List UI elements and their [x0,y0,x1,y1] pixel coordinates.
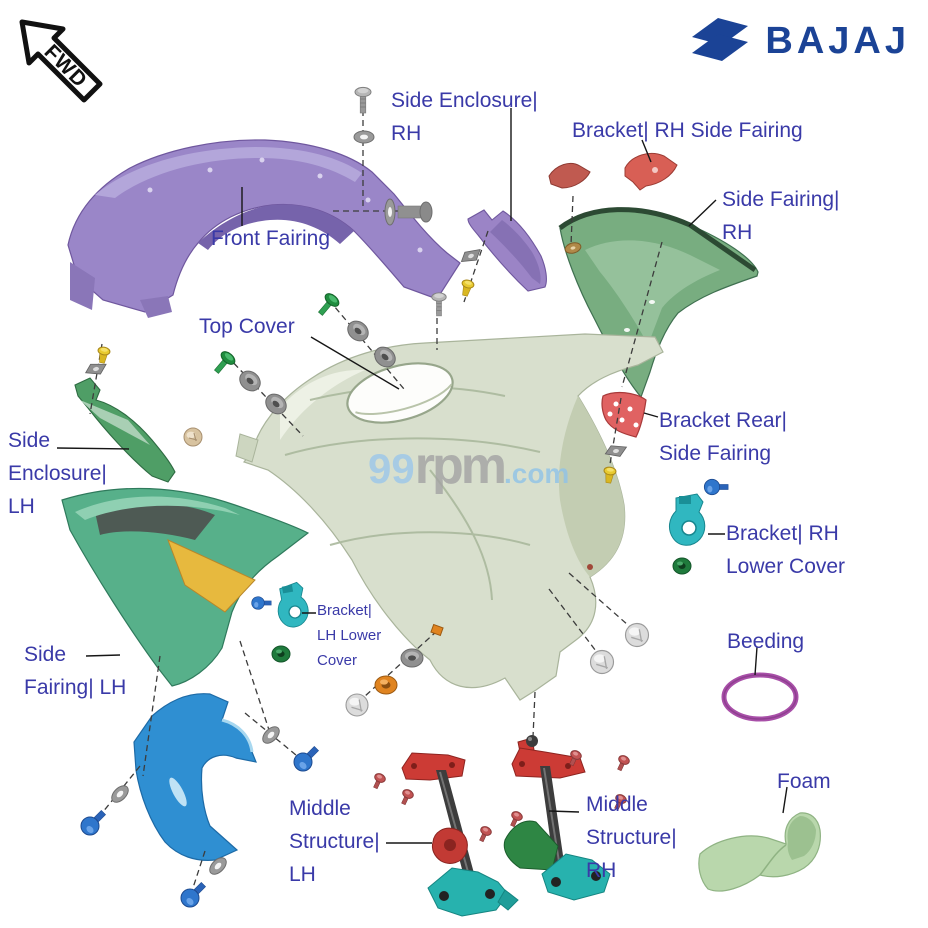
label-line: Beeding [727,630,805,653]
bracket-rear-side-fairing-part [601,391,647,438]
bracket-rh-side-fairing-part [548,153,678,191]
orange-mark-icon [430,623,444,637]
label-line: Structure| [289,830,380,853]
blue-bolt-icon [76,805,111,840]
yellow-screw-icon [458,278,476,298]
teal-bracket-rh-icon [668,493,706,547]
label-line: Front Fairing [211,227,331,250]
middle-structure-rh-part [503,737,611,901]
label-bracket-rh-lower-cover: Bracket| RH Lower Cover [726,517,845,583]
label-middle-structure-lh: Middle Structure| LH [289,792,380,891]
blue-bolt-icon [289,741,324,776]
blue-bolt-icon [703,478,729,496]
brand-wordmark: BAJAJ [765,19,910,62]
side-enclosure-rh-part [467,209,547,292]
label-beeding: Beeding [727,625,804,658]
front-fairing-part [67,139,461,318]
label-line: RH [391,122,422,145]
tan-screw-icon [183,427,203,447]
label-line: LH [8,495,35,518]
red-screw-icon [397,787,416,807]
green-screw-icon [313,290,342,320]
red-screw-icon [475,824,494,844]
teal-bracket-lh-icon [272,580,312,630]
label-line: Side [24,643,67,666]
red-screw-icon [369,771,388,791]
top-cover-part [235,333,664,701]
yellow-screw-icon [95,345,112,365]
side-fairing-lh-part [61,487,310,687]
label-line: Enclosure| [8,462,107,485]
label-line: Lower Cover [726,555,846,578]
side-fairing-rh-part [558,207,759,399]
foam-part [698,812,821,892]
red-screw-icon [613,753,632,773]
label-line: Structure| [586,826,677,849]
label-line: RH [586,859,617,882]
dark-bolt-icon [526,735,538,747]
label-middle-structure-rh: Middle Structure| RH [586,788,677,887]
clip-nut-icon [457,245,485,267]
green-screw-icon [209,348,238,378]
washer-icon [108,782,132,806]
side-enclosure-lh-part [74,377,176,483]
watermark-middle: rpm [414,437,507,495]
label-line: RH [722,221,753,244]
bajaj-logo-icon [692,18,749,61]
label-line: Bracket Rear| [659,409,787,432]
watermark-prefix: 99 [368,445,415,492]
blue-bolt-icon [251,596,272,610]
assembly-dashed-lines [89,100,663,898]
middle-structure-lh-part [401,752,519,917]
green-grommet-icon [271,645,291,663]
tan-clip-icon [564,242,582,254]
label-line: Side Fairing [659,442,772,465]
label-side-fairing-lh: Side Fairing| LH [24,638,126,704]
grommet-icon [400,648,424,668]
grommet-icon [235,366,265,396]
label-line: Middle [586,793,648,816]
lower-cover-lh-part [133,693,257,861]
label-line: Side Enclosure| [391,89,538,112]
label-side-enclosure-rh: Side Enclosure| RH [391,84,538,150]
label-bracket-rear-side-fairing: Bracket Rear| Side Fairing [659,404,787,470]
label-line: LH [289,863,316,886]
label-side-enclosure-lh: Side Enclosure| LH [8,424,107,523]
washer-icon [353,130,375,144]
blue-bolt-icon [176,877,211,912]
label-front-fairing: Front Fairing [211,222,330,255]
screw-icon [431,292,447,317]
label-line: Bracket| RH Side Fairing [572,119,803,142]
label-line: Cover [317,652,358,669]
orange-grommet-icon [374,675,398,695]
side-bolt-icon [384,198,433,226]
label-leader-lines [56,108,788,844]
label-foam: Foam [777,765,831,798]
dome-screw-icon [589,649,615,675]
label-top-cover: Top Cover [199,310,295,343]
watermark-suffix: .com [503,458,570,489]
label-line: Side Fairing| [722,188,840,211]
grommet-icon [343,316,373,346]
label-line: Side [8,429,51,452]
label-bracket-rh-side-fairing: Bracket| RH Side Fairing [572,114,803,147]
brand-header: BAJAJ [689,16,910,66]
label-line: Bracket| [317,602,372,619]
green-grommet-icon [672,557,692,575]
label-side-fairing-rh: Side Fairing| RH [722,183,840,249]
screw-icon [354,86,372,114]
label-bracket-lh-lower-cover: Bracket| LH Lower Cover [317,598,381,673]
fwd-arrow-icon: FWD [19,19,103,103]
label-line: Fairing| LH [24,676,127,699]
label-line: Bracket| RH [726,522,839,545]
beeding-ring [721,672,799,722]
label-line: Foam [777,770,831,793]
label-line: LH Lower [317,627,382,644]
dome-screw-icon [624,622,650,648]
dome-screw-icon [345,693,369,717]
label-line: Middle [289,797,351,820]
label-line: Top Cover [199,315,295,338]
